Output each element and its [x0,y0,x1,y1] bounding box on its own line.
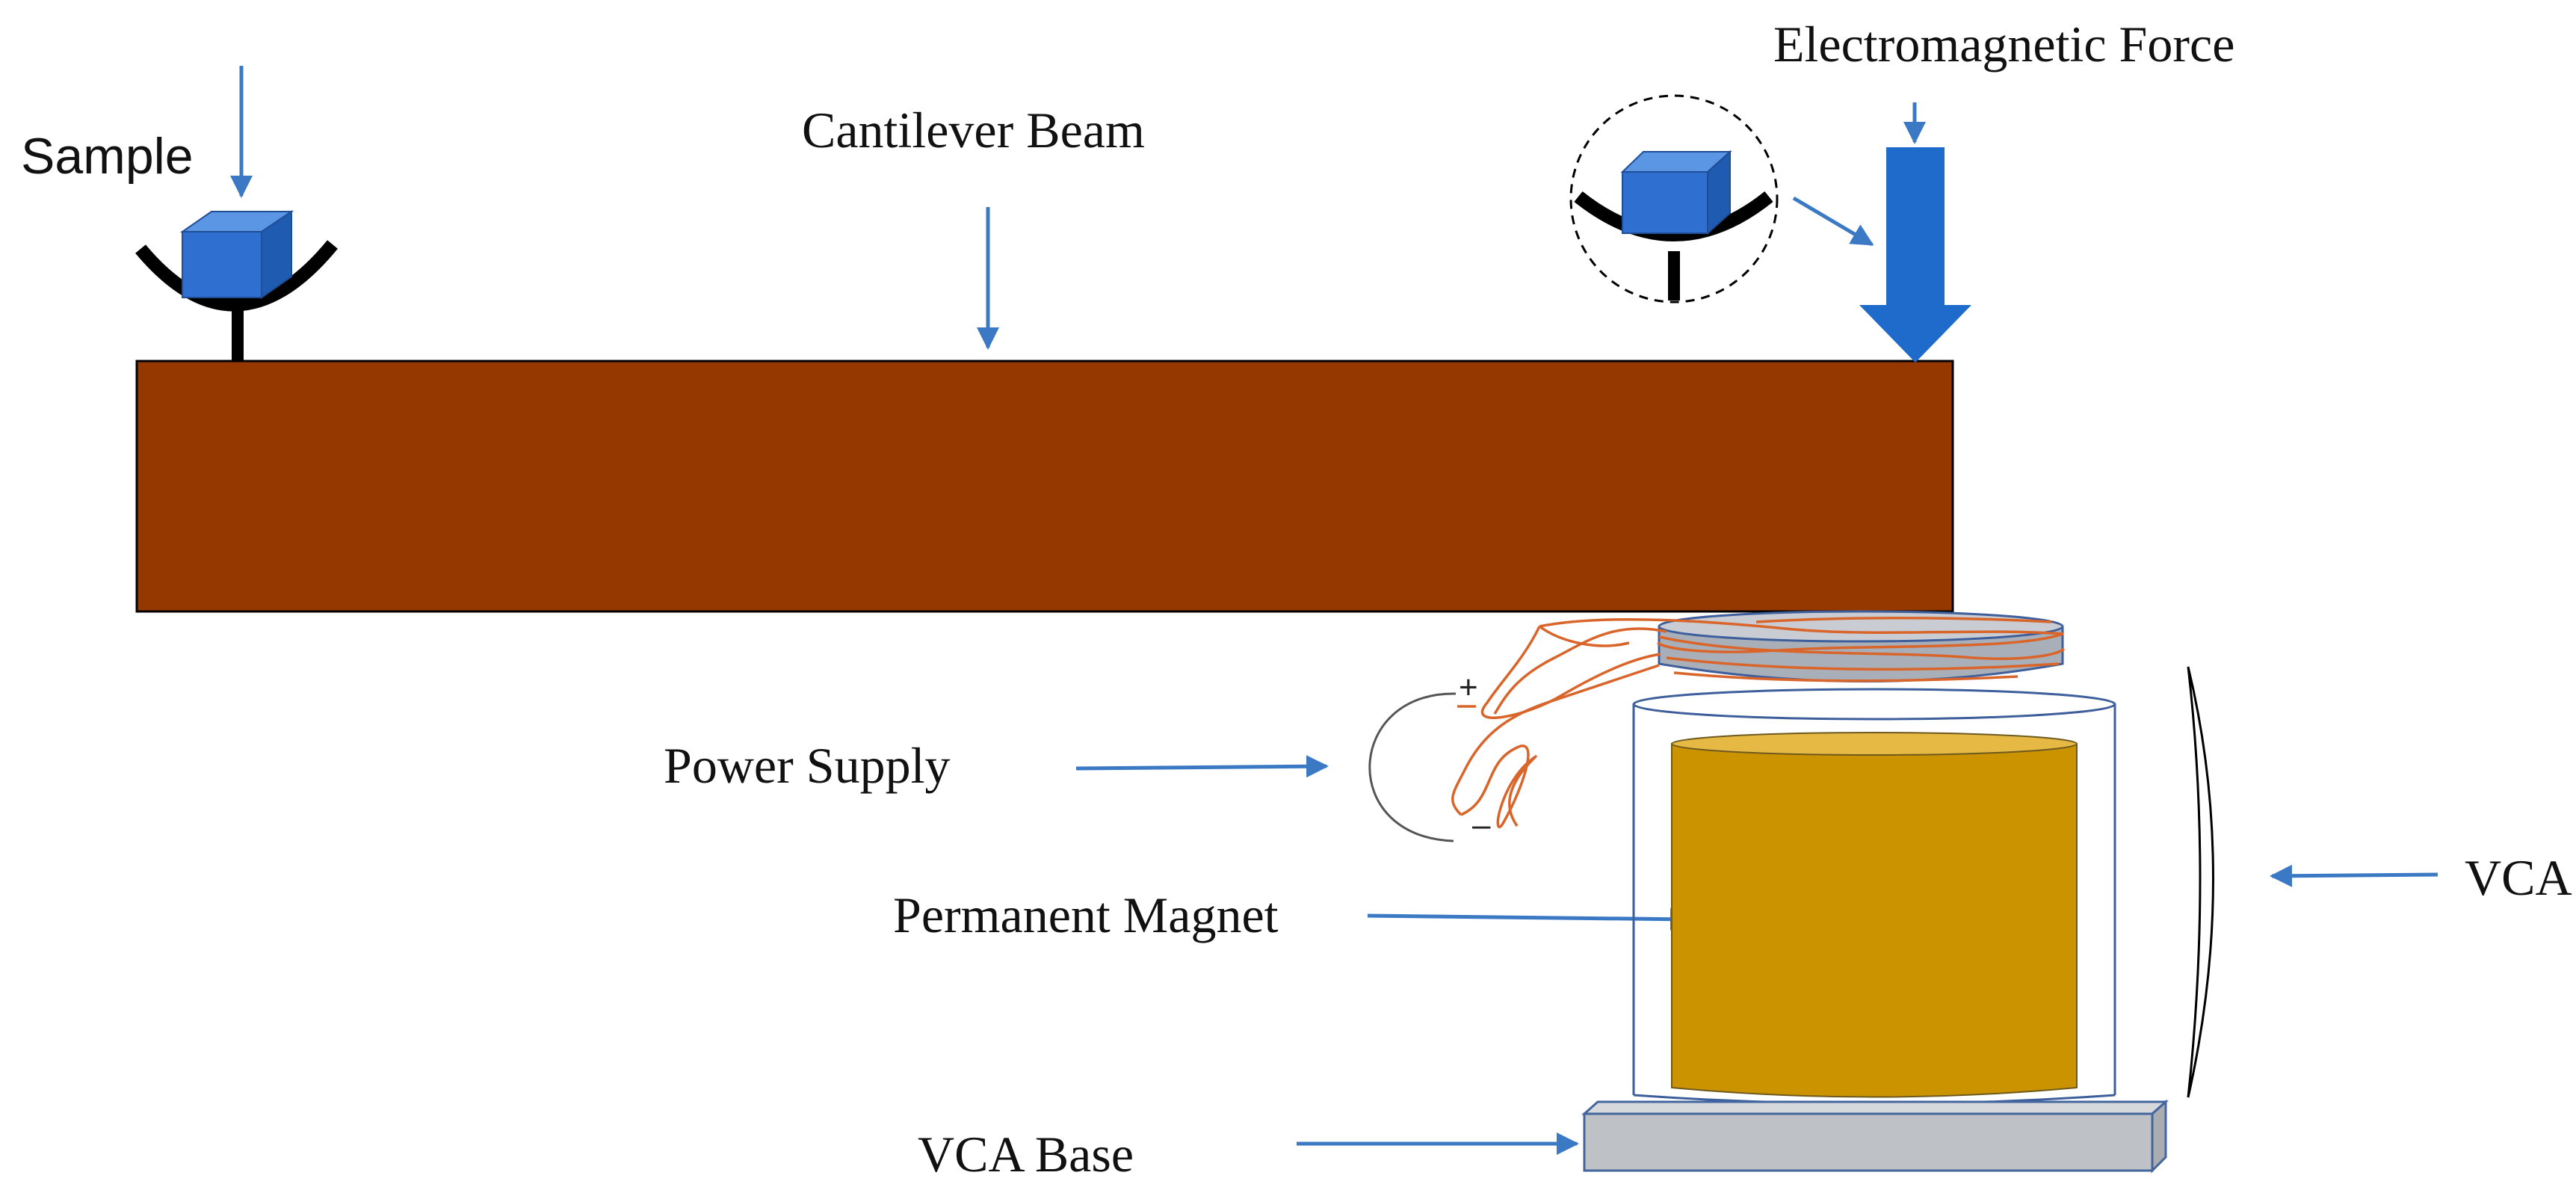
power-supply-arc [1368,692,1457,842]
permanent-magnet [1671,732,2078,1098]
electromagnetic-force-arrow [1859,147,1971,363]
negative-terminal-symbol: – [1472,807,1491,843]
permanent-magnet-label: Permanent Magnet [893,887,1279,943]
vca-base [1581,1099,2169,1174]
sample-holder-left [135,210,338,361]
electromagnetic-force-label: Electromagnetic Force [1773,16,2235,73]
magnify-arrow [1792,196,1874,247]
cantilever-beam [135,360,1954,613]
magnified-sample [1569,94,1779,303]
power-supply-arrow [1075,755,1329,778]
positive-terminal-symbol: + [1459,669,1478,706]
cantilever-beam-label: Cantilever Beam [802,102,1145,158]
vca-bracket [2187,666,2214,1098]
coil-wire [1451,616,2066,829]
permanent-magnet-arrow [1367,907,1693,931]
vca-arrow [2270,864,2438,887]
vca-base-label: VCA Base [918,1126,1134,1183]
sample-label: Sample [21,128,194,185]
power-supply-label: Power Supply [664,737,951,794]
vca-label: VCA [2465,849,2572,906]
sample-cube-left [179,210,294,299]
